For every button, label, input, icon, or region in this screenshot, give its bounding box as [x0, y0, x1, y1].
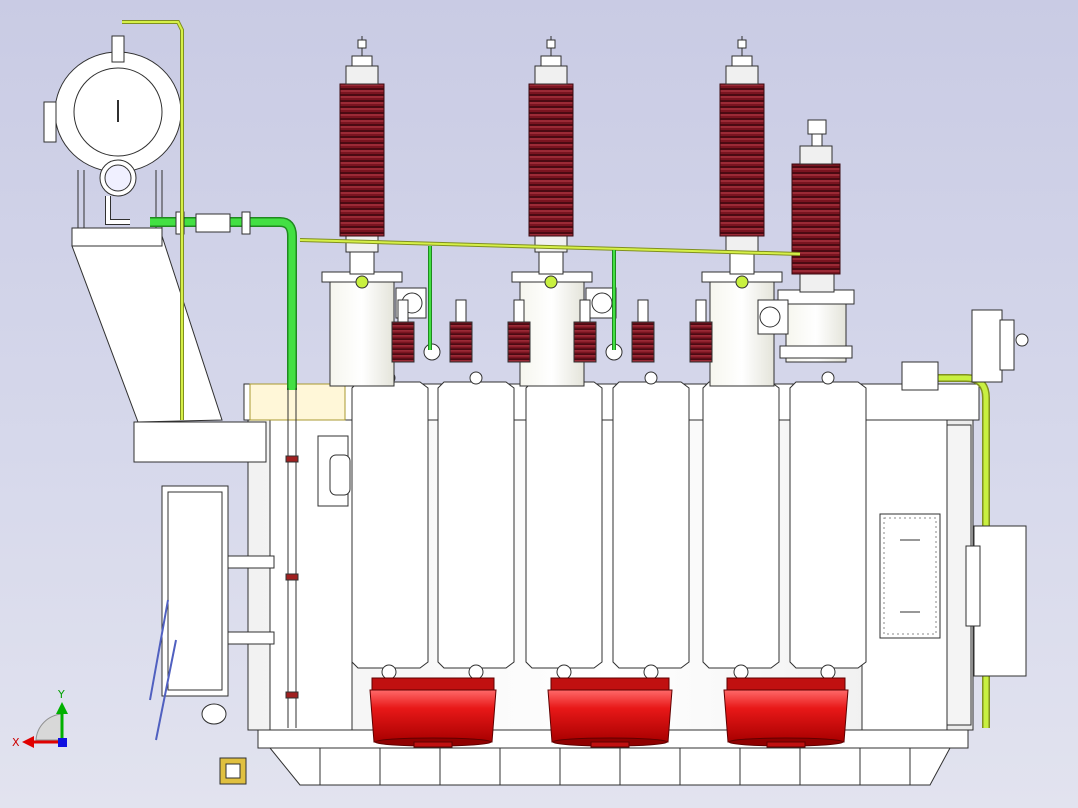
y-axis-label: Y — [57, 688, 65, 701]
radiator-panel-3 — [525, 371, 603, 680]
hv-bushing-2 — [528, 36, 574, 275]
cooling-fan-2 — [547, 677, 673, 748]
nameplate-panel — [879, 513, 941, 639]
lv-bushing-4 — [573, 299, 597, 363]
lv-bushing-6 — [689, 299, 713, 363]
right-side-equipment — [901, 309, 1029, 677]
hv-bushings — [339, 36, 765, 275]
lv-bushing-3 — [507, 299, 531, 363]
conservator-support — [71, 170, 267, 463]
lv-bushing-5 — [631, 299, 655, 363]
neutral-bushing — [757, 119, 855, 363]
z-axis-marker — [58, 738, 67, 747]
drain-valve — [219, 757, 247, 785]
cooling-fans — [369, 677, 849, 748]
radiator-bank — [351, 371, 867, 680]
x-axis-label: X — [12, 736, 20, 749]
gas-collection-pipe — [299, 238, 801, 350]
radiator-panel-5 — [702, 371, 780, 680]
conservator-tank — [43, 35, 182, 225]
radiator-panel-6 — [789, 371, 867, 680]
right-return-pipe — [936, 374, 990, 728]
lv-bushings — [391, 299, 713, 363]
control-cabinet — [149, 485, 275, 741]
lv-bushing-2 — [449, 299, 473, 363]
hv-bushing-3 — [719, 36, 765, 275]
radiator-panel-4 — [612, 371, 690, 680]
cooling-fan-3 — [723, 677, 849, 748]
radiator-panel-1 — [351, 371, 429, 680]
yellow-breather-pipe — [122, 20, 184, 420]
cooling-fan-1 — [369, 677, 497, 748]
radiator-panel-2 — [437, 371, 515, 680]
lv-bushing-1 — [391, 299, 415, 363]
hv-bushing-1 — [339, 36, 385, 275]
ladder-rail — [285, 388, 299, 728]
axis-triad: Y X — [12, 688, 68, 749]
hv-bushing-turrets — [321, 271, 783, 387]
